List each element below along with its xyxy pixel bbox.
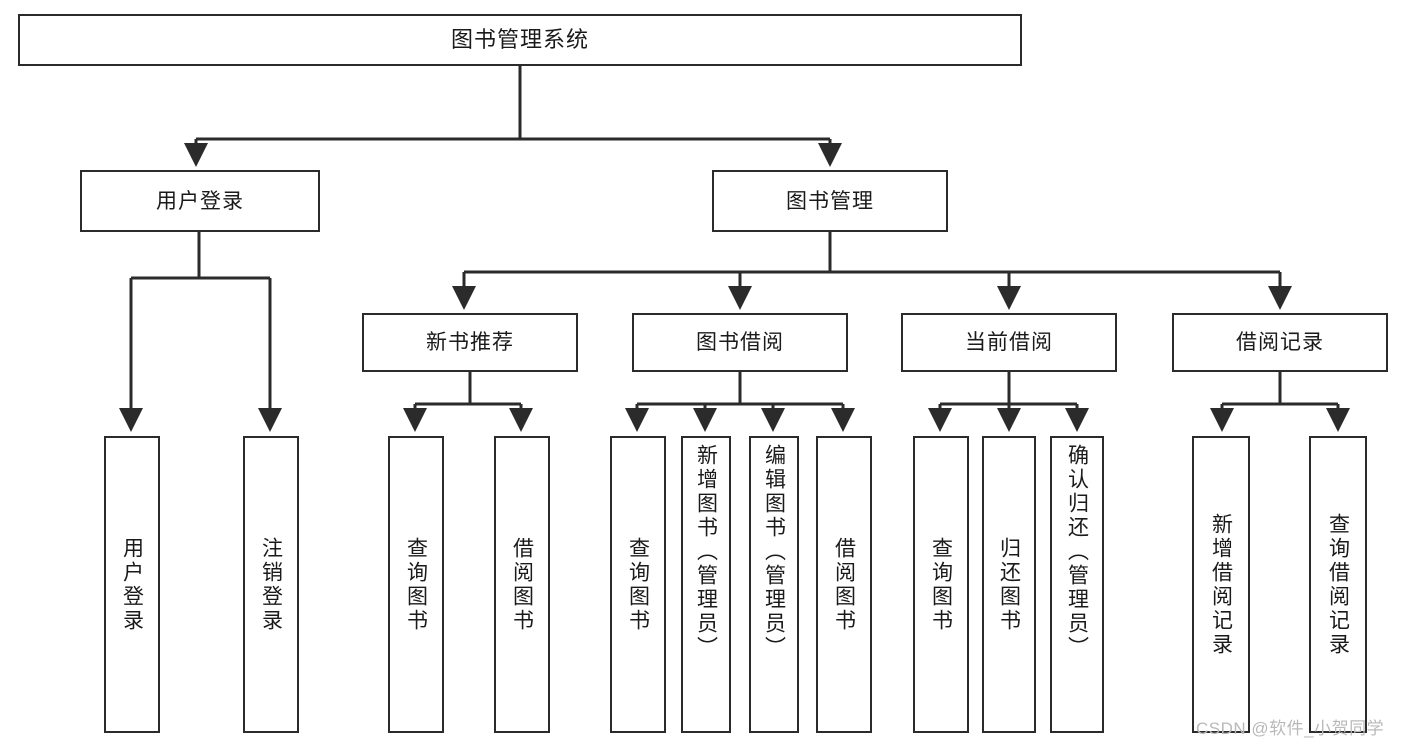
leaf-query-book-current[interactable]: 查询图书 [913,436,969,733]
leaf-logout-login[interactable]: 注销登录 [243,436,299,733]
leaf-edit-book-admin[interactable]: 编辑图书（管理员） [749,436,799,733]
node-label: 查询图书 [929,536,953,633]
leaf-query-book-new[interactable]: 查询图书 [388,436,444,733]
node-label: 图书管理系统 [450,27,589,52]
node-label: 查询图书 [626,536,650,633]
leaf-borrow-book-borrow[interactable]: 借阅图书 [816,436,872,733]
node-label: 编辑图书（管理员） [762,444,786,660]
leaf-confirm-return-admin[interactable]: 确认归还（管理员） [1050,436,1104,733]
node-label: 借阅图书 [832,536,856,633]
node-root-system[interactable]: 图书管理系统 [18,14,1022,66]
csdn-watermark: CSDN @软件_小贺同学 [1196,719,1385,738]
node-book-borrow[interactable]: 图书借阅 [632,313,848,372]
node-label: 查询借阅记录 [1326,512,1350,657]
leaf-query-borrow-record[interactable]: 查询借阅记录 [1309,436,1367,733]
node-user-login[interactable]: 用户登录 [80,170,320,232]
node-label: 查询图书 [404,536,428,633]
node-label: 图书借阅 [696,331,784,354]
node-label: 确认归还（管理员） [1065,444,1089,660]
leaf-return-book[interactable]: 归还图书 [982,436,1036,733]
leaf-borrow-book-new[interactable]: 借阅图书 [494,436,550,733]
node-label: 新增图书（管理员） [694,444,718,660]
node-borrow-record[interactable]: 借阅记录 [1172,313,1388,372]
node-label: 借阅图书 [510,536,534,633]
leaf-add-book-admin[interactable]: 新增图书（管理员） [681,436,731,733]
node-new-book-recommend[interactable]: 新书推荐 [362,313,578,372]
node-label: 当前借阅 [965,331,1053,354]
node-label: 借阅记录 [1236,331,1324,354]
node-label: 图书管理 [786,189,874,213]
node-label: 新书推荐 [426,331,514,354]
node-current-borrow[interactable]: 当前借阅 [901,313,1117,372]
node-label: 注销登录 [259,536,283,633]
leaf-add-borrow-record[interactable]: 新增借阅记录 [1192,436,1250,733]
node-label: 用户登录 [156,189,244,213]
node-label: 新增借阅记录 [1209,512,1233,657]
node-book-management[interactable]: 图书管理 [712,170,948,232]
node-label: 归还图书 [997,536,1021,633]
leaf-query-book-borrow[interactable]: 查询图书 [610,436,666,733]
leaf-user-login[interactable]: 用户登录 [104,436,160,733]
node-label: 用户登录 [120,536,144,633]
